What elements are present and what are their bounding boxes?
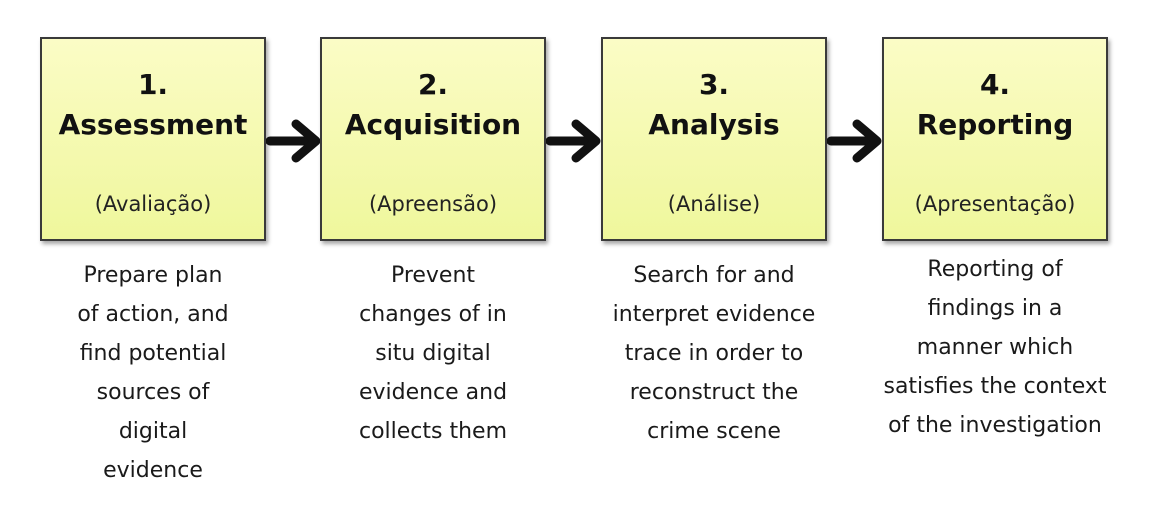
description-line: changes of in [359,302,507,327]
step-1-box: 1. Assessment (Avaliação) [40,37,266,241]
description-line: satisfies the context [883,374,1107,399]
step-2-box: 2. Acquisition (Apreensão) [320,37,546,241]
step-1-description: Prepare plan of action, and find potenti… [30,256,276,490]
description-line: situ digital [375,341,491,366]
step-2-description: Prevent changes of in situ digital evide… [300,256,566,451]
description-line: Prevent [390,263,476,288]
description-line: findings in a [927,296,1063,321]
right-arrow-icon [546,119,601,163]
description-line: digital [118,419,188,444]
step-2-number: 2. [417,68,449,101]
description-line: crime scene [647,419,781,444]
step-1-number: 1. [137,68,169,101]
step-3-translation: (Análise) [667,192,761,216]
description-line: interpret evidence [612,302,816,327]
description-line: of the investigation [888,413,1102,438]
step-1-translation: (Avaliação) [94,192,212,216]
description-line: of action, and [77,302,229,327]
step-2-translation: (Apreensão) [368,192,498,216]
step-1-title: Assessment [58,108,248,141]
step-4-translation: (Apresentação) [914,192,1076,216]
description-line: sources of [96,380,210,405]
description-line: collects them [358,419,508,444]
description-line: Reporting of [927,257,1063,282]
description-line: find potential [79,341,227,366]
description-line: evidence and [358,380,508,405]
step-3-box: 3. Analysis (Análise) [601,37,827,241]
step-3-number: 3. [698,68,730,101]
description-line: reconstruct the [629,380,799,405]
step-4-number: 4. [979,68,1011,101]
right-arrow-icon [266,119,321,163]
step-2-title: Acquisition [344,108,522,141]
right-arrow-icon [827,119,882,163]
description-line: manner which [916,335,1074,360]
step-4-box: 4. Reporting (Apresentação) [882,37,1108,241]
step-3-description: Search for and interpret evidence trace … [578,256,850,451]
step-4-description: Reporting of findings in a manner which … [850,250,1140,445]
description-line: evidence [103,458,203,483]
description-line: Prepare plan [83,263,223,288]
description-line: Search for and [633,263,795,288]
step-3-title: Analysis [648,108,780,141]
description-line: trace in order to [624,341,804,366]
step-4-title: Reporting [916,108,1074,141]
